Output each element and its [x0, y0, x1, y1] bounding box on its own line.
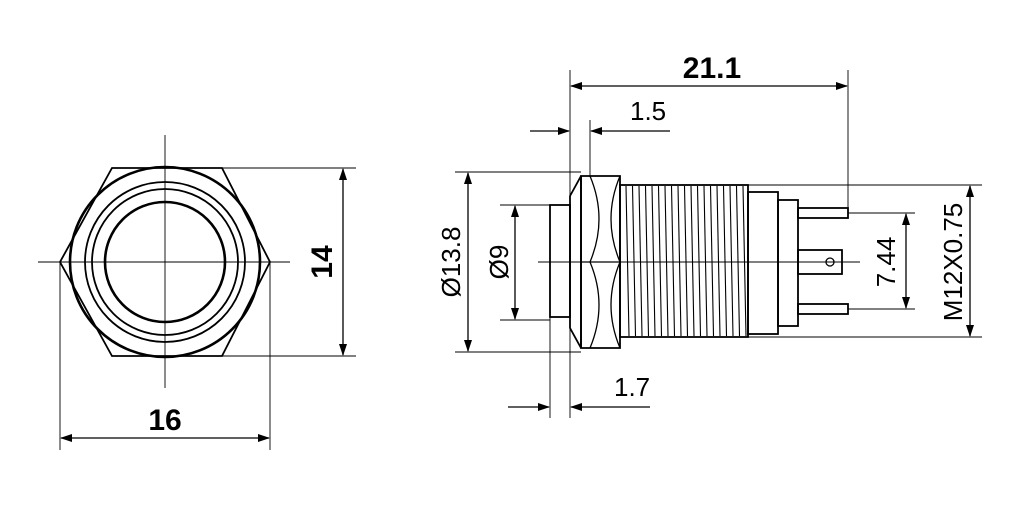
- thread-line: [709, 185, 715, 337]
- thread-line: [651, 185, 656, 337]
- thread-line: [735, 185, 741, 337]
- dim-label-16: 16: [148, 404, 181, 437]
- thread-line: [742, 185, 747, 337]
- dim-label-d13-8: Ø13.8: [436, 227, 466, 298]
- thread-line: [670, 185, 676, 337]
- thread-line: [690, 185, 695, 337]
- rear-cap: [777, 199, 799, 327]
- side-view: 21.1 1.5 1.7 Ø13.8 Ø9 7.44 M12X0.75: [436, 52, 982, 418]
- dim-label-7-44: 7.44: [871, 237, 901, 288]
- thread-line: [657, 185, 663, 337]
- terminal-top: [797, 207, 849, 219]
- rear-housing: [747, 191, 779, 335]
- dim-label-thread: M12X0.75: [938, 203, 968, 322]
- thread-line: [722, 185, 728, 337]
- thread-lines: [625, 185, 747, 337]
- dim-label-14: 14: [306, 245, 339, 279]
- dim-label-21-1: 21.1: [683, 52, 741, 85]
- thread-line: [729, 185, 734, 337]
- flange-plate: [549, 204, 571, 318]
- thread-line: [703, 185, 708, 337]
- dim-label-1-5: 1.5: [630, 96, 666, 126]
- thread-line: [631, 185, 637, 337]
- thread-line: [638, 185, 643, 337]
- dim-label-d9: Ø9: [484, 245, 514, 280]
- thread-line: [683, 185, 689, 337]
- thread-line: [644, 185, 650, 337]
- thread-line: [696, 185, 702, 337]
- dim-label-1-7: 1.7: [614, 372, 650, 402]
- thread-line: [625, 185, 630, 337]
- thread-line: [716, 185, 721, 337]
- terminal-bottom: [797, 303, 849, 315]
- thread-line: [677, 185, 682, 337]
- front-view: 14 16: [38, 135, 356, 450]
- thread-line: [664, 185, 669, 337]
